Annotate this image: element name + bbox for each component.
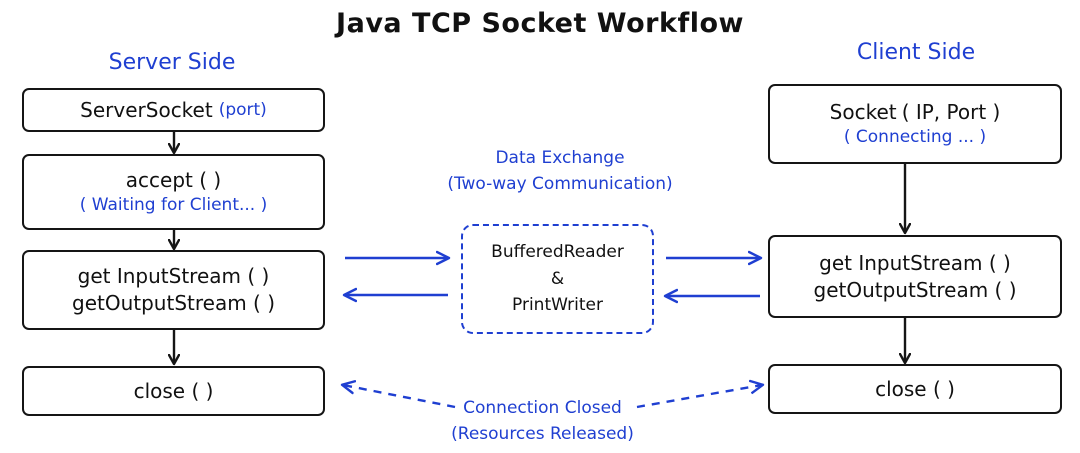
connection-closed-line1: Connection Closed: [463, 398, 622, 418]
accept-name: accept ( ): [125, 168, 222, 193]
arrow-closed-to-server-close: [343, 385, 456, 409]
data-exchange-box: BufferedReader & PrintWriter: [461, 224, 654, 334]
server-socket-param: (port): [218, 99, 267, 120]
client-streams-box: get InputStream ( ) getOutputStream ( ): [768, 235, 1062, 318]
connection-closed-label: Connection Closed (Resources Released): [420, 396, 665, 447]
client-socket-note: ( Connecting ... ): [843, 127, 987, 148]
client-output-stream: getOutputStream ( ): [813, 277, 1017, 302]
client-close: close ( ): [875, 376, 955, 401]
accept-box: accept ( ) ( Waiting for Client... ): [22, 154, 325, 230]
server-close: close ( ): [133, 378, 214, 403]
arrow-closed-to-client-close: [636, 385, 762, 409]
client-input-stream: get InputStream ( ): [819, 250, 1011, 275]
data-exchange-subtitle: (Two-way Communication): [447, 173, 673, 194]
server-close-box: close ( ): [22, 366, 325, 416]
server-streams-box: get InputStream ( ) getOutputStream ( ): [22, 250, 325, 330]
print-writer-label: PrintWriter: [512, 295, 603, 316]
ampersand-label: &: [550, 268, 565, 289]
server-socket-box: ServerSocket (port): [22, 88, 325, 132]
buffered-reader-label: BufferedReader: [491, 242, 624, 263]
accept-note: ( Waiting for Client... ): [79, 195, 268, 216]
server-input-stream: get InputStream ( ): [77, 264, 270, 288]
data-exchange-label: Data Exchange (Two-way Communication): [420, 146, 700, 197]
connection-closed-line2: (Resources Released): [451, 423, 634, 444]
client-socket-box: Socket ( IP, Port ) ( Connecting ... ): [768, 84, 1062, 164]
diagram-title: Java TCP Socket Workflow: [336, 8, 744, 39]
client-side-label: Client Side: [856, 40, 976, 65]
client-close-box: close ( ): [768, 364, 1062, 414]
data-exchange-title: Data Exchange: [495, 148, 625, 168]
client-socket-param: ( IP, Port ): [901, 100, 1001, 125]
client-socket-name: Socket: [829, 100, 897, 125]
server-socket-name: ServerSocket: [80, 97, 213, 122]
server-output-stream: getOutputStream ( ): [72, 291, 275, 315]
server-side-label: Server Side: [108, 50, 236, 75]
